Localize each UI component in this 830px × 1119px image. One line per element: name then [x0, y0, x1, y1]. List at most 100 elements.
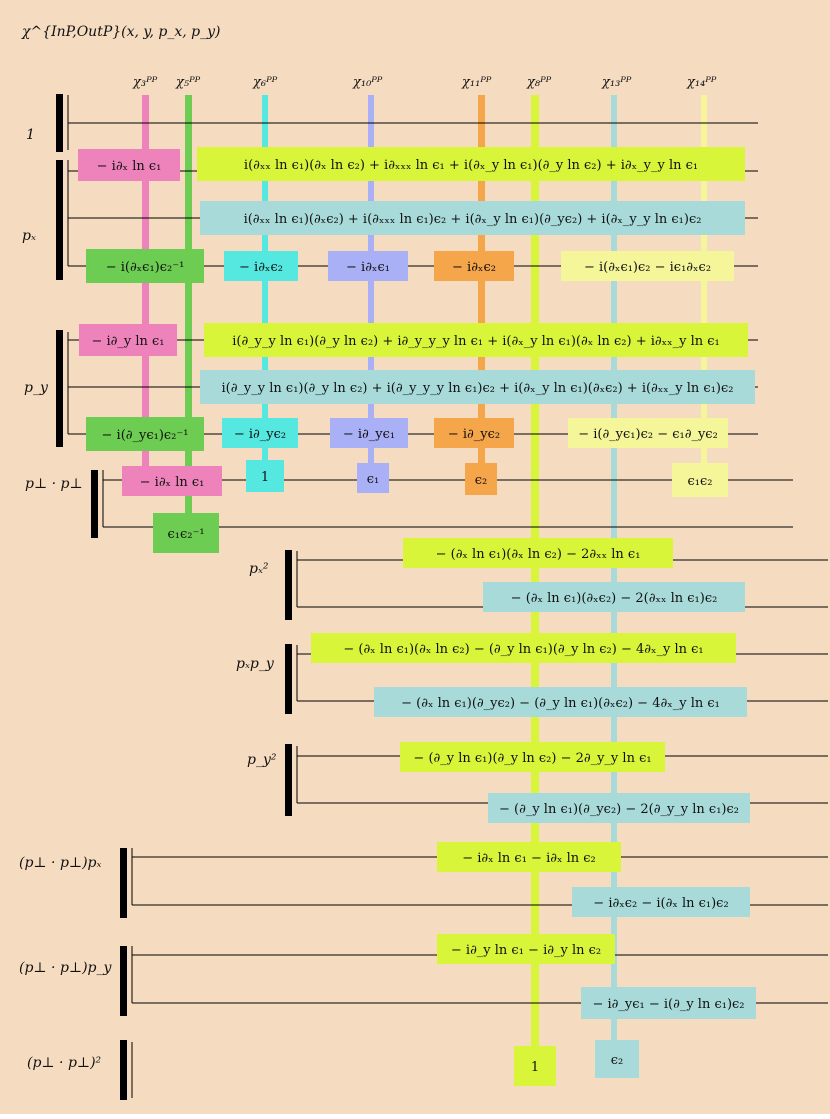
group-bar [56, 94, 63, 152]
group-label-ppy: (p⊥ · p⊥)p_y [19, 960, 112, 976]
column-bar-c14 [701, 95, 707, 490]
expression-box-bg [374, 687, 747, 717]
expression-text: − (∂ₓ ln ϵ₁)(∂_yϵ₂) − (∂_y ln ϵ₁)(∂ₓϵ₂) … [401, 696, 720, 711]
column-label-c6: χ₆ᴾᴾ [252, 75, 278, 90]
group-label-pxpy: pₓp_y [236, 656, 275, 672]
expression-box: − i(∂ₓϵ₁)ϵ₂ − iϵ₁∂ₓϵ₂ [561, 251, 734, 281]
group-bar [120, 946, 127, 1016]
group-label-px2: pₓ² [249, 561, 269, 577]
expression-text: ϵ₂ [475, 473, 488, 488]
expression-text: i(∂_y_y ln ϵ₁)(∂_y ln ϵ₂) + i∂_y_y_y ln … [232, 334, 720, 349]
group-bar [285, 550, 292, 620]
expression-box-bg [204, 323, 748, 357]
expression-text: − i∂ₓϵ₂ [452, 260, 496, 275]
expression-box: i(∂ₓₓ ln ϵ₁)(∂ₓ ln ϵ₂) + i∂ₓₓₓ ln ϵ₁ + i… [197, 147, 745, 181]
expression-text: − i∂_yϵ₂ [448, 427, 500, 442]
group-labels: 1 pₓ p_y p⊥ · p⊥ pₓ² pₓp_y p_y² (p⊥ · p⊥… [19, 127, 277, 1071]
expression-box-bg [200, 370, 755, 404]
column-bar-c11 [478, 95, 485, 495]
expression-box: − i∂ₓϵ₂ [434, 251, 514, 281]
expression-box: − i∂ₓ ln ϵ₁ [78, 149, 180, 181]
expression-box: − i∂_yϵ₂ [434, 418, 514, 448]
expression-box-bg [672, 463, 728, 497]
group-label-pp: p⊥ · p⊥ [25, 476, 83, 492]
expression-box-bg [328, 251, 408, 281]
expression-text: − (∂_y ln ϵ₁)(∂_yϵ₂) − 2(∂_y_y ln ϵ₁)ϵ₂ [499, 802, 739, 817]
expression-text: − i∂_y ln ϵ₁ [91, 334, 164, 349]
expression-box: − i∂ₓϵ₂ − i(∂ₓ ln ϵ₁)ϵ₂ [572, 887, 750, 917]
group-label-1: 1 [26, 127, 35, 143]
expression-text: i(∂_y_y ln ϵ₁)(∂_y ln ϵ₂) + i(∂_y_y_y ln… [221, 381, 733, 396]
expression-box: − i∂ₓϵ₁ [328, 251, 408, 281]
expression-box-bg [568, 418, 728, 448]
expression-box-bg [311, 633, 736, 663]
expression-box: i(∂_y_y ln ϵ₁)(∂_y ln ϵ₂) + i(∂_y_y_y ln… [200, 370, 755, 404]
column-bar-c6 [262, 95, 268, 480]
column-bar-c10 [368, 95, 374, 480]
expression-box-bg [483, 582, 745, 612]
expression-box-bg [434, 251, 514, 281]
expression-box: − i∂ₓ ln ϵ₁ − i∂ₓ ln ϵ₂ [437, 842, 621, 872]
expression-box: − i(∂ₓϵ₁)ϵ₂⁻¹ [86, 249, 204, 283]
expression-text: − (∂ₓ ln ϵ₁)(∂ₓϵ₂) − 2(∂ₓₓ ln ϵ₁)ϵ₂ [511, 591, 718, 606]
expression-text: − (∂ₓ ln ϵ₁)(∂ₓ ln ϵ₂) − (∂_y ln ϵ₁)(∂_y… [343, 642, 703, 657]
expression-box: − i∂_yϵ₁ − i(∂_y ln ϵ₁)ϵ₂ [581, 987, 756, 1019]
group-label-px: pₓ [22, 228, 36, 244]
expression-text: − i∂ₓϵ₂ [239, 260, 283, 275]
column-label-c11: χ₁₁ᴾᴾ [461, 75, 492, 90]
expression-box: i(∂_y_y ln ϵ₁)(∂_y ln ϵ₂) + i∂_y_y_y ln … [204, 323, 748, 357]
expression-box-bg [200, 201, 745, 235]
expression-text: − i(∂ₓϵ₁)ϵ₂ − iϵ₁∂ₓϵ₂ [584, 260, 711, 275]
expression-box: ϵ₁ [357, 463, 389, 493]
group-bar [91, 470, 98, 538]
expression-box: ϵ₂ [465, 463, 497, 495]
expression-box-bg [357, 463, 389, 493]
expression-box-bg [224, 251, 298, 281]
expression-box-bg [572, 887, 750, 917]
expression-text: ϵ₂ [611, 1053, 624, 1068]
expression-text: 1 [261, 470, 269, 485]
expression-text: ϵ₁ [367, 472, 380, 487]
expression-box-bg [222, 418, 298, 448]
expression-box-bg [400, 742, 665, 772]
group-label-pp2: (p⊥ · p⊥)² [27, 1055, 102, 1071]
expression-box: − i(∂_yϵ₁)ϵ₂ − ϵ₁∂_yϵ₂ [568, 418, 728, 448]
expression-box: − (∂ₓ ln ϵ₁)(∂ₓ ln ϵ₂) − 2∂ₓₓ ln ϵ₁ [403, 538, 673, 568]
expression-box: ϵ₁ϵ₂⁻¹ [153, 513, 219, 553]
expression-box-bg [197, 147, 745, 181]
group-bar [56, 330, 63, 447]
column-label-c5: χ₅ᴾᴾ [175, 75, 201, 90]
expression-text: 1 [531, 1060, 539, 1075]
expression-text: − i∂_y ln ϵ₁ − i∂_y ln ϵ₂ [451, 943, 601, 958]
expression-text: − (∂_y ln ϵ₁)(∂_y ln ϵ₂) − 2∂_y_y ln ϵ₁ [413, 751, 651, 766]
bracket-connectors [67, 95, 298, 1098]
expression-box-bg [434, 418, 514, 448]
expression-text: − (∂ₓ ln ϵ₁)(∂ₓ ln ϵ₂) − 2∂ₓₓ ln ϵ₁ [436, 547, 641, 562]
expression-box: − i∂_y ln ϵ₁ [79, 324, 177, 356]
expression-box: ϵ₂ [595, 1040, 639, 1078]
column-bar-c3 [142, 95, 149, 495]
expression-box-bg [561, 251, 734, 281]
group-label-ppx: (p⊥ · p⊥)pₓ [19, 855, 101, 871]
group-bars [56, 94, 292, 1100]
expression-text: i(∂ₓₓ ln ϵ₁)(∂ₓϵ₂) + i(∂ₓₓₓ ln ϵ₁)ϵ₂ + i… [244, 212, 702, 227]
expression-box: 1 [514, 1046, 556, 1086]
expression-box: i(∂ₓₓ ln ϵ₁)(∂ₓϵ₂) + i(∂ₓₓₓ ln ϵ₁)ϵ₂ + i… [200, 201, 745, 235]
expression-box: − (∂ₓ ln ϵ₁)(∂ₓϵ₂) − 2(∂ₓₓ ln ϵ₁)ϵ₂ [483, 582, 745, 612]
group-bar [120, 1040, 127, 1100]
expression-boxes: − i∂ₓ ln ϵ₁ i(∂ₓₓ ln ϵ₁)(∂ₓ ln ϵ₂) + i∂ₓ… [78, 147, 756, 1086]
expression-text: ϵ₁ϵ₂⁻¹ [167, 527, 204, 542]
expression-box-bg [79, 324, 177, 356]
expression-box-bg [465, 463, 497, 495]
column-label-c10: χ₁₀ᴾᴾ [352, 75, 383, 90]
expression-text: ϵ₁ϵ₂ [688, 474, 713, 489]
group-label-py2: p_y² [247, 752, 277, 768]
expression-box-bg [581, 987, 756, 1019]
expression-box-bg [437, 934, 615, 964]
column-bar-c5 [185, 95, 192, 530]
expression-text: − i∂ₓϵ₂ − i(∂ₓ ln ϵ₁)ϵ₂ [593, 896, 728, 911]
expression-box: − (∂ₓ ln ϵ₁)(∂_yϵ₂) − (∂_y ln ϵ₁)(∂ₓϵ₂) … [374, 687, 747, 717]
expression-box-bg [86, 417, 204, 451]
expression-text: i(∂ₓₓ ln ϵ₁)(∂ₓ ln ϵ₂) + i∂ₓₓₓ ln ϵ₁ + i… [244, 158, 698, 173]
